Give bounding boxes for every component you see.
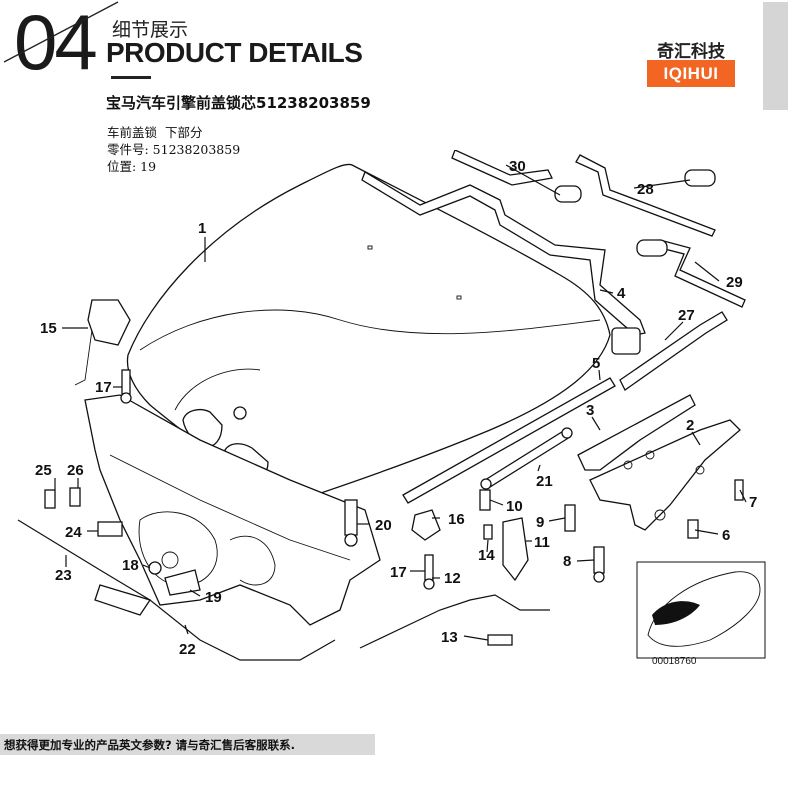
lock-bracket xyxy=(87,299,131,346)
seal-strips xyxy=(361,150,746,504)
callout-12: 12 xyxy=(444,570,461,587)
callout-22: 22 xyxy=(179,641,196,658)
callout-23: 23 xyxy=(55,567,72,584)
hood-hinges xyxy=(577,394,741,531)
callout-16: 16 xyxy=(448,511,465,528)
callout-15: 15 xyxy=(40,320,57,337)
callout-10: 10 xyxy=(506,498,523,515)
callout-13: 13 xyxy=(441,629,458,646)
section-number: 04 xyxy=(14,0,98,86)
callout-9: 9 xyxy=(536,514,544,531)
callout-11: 11 xyxy=(534,534,550,551)
callout-5: 5 xyxy=(592,355,600,372)
callout-25: 25 xyxy=(35,462,52,479)
callout-21: 21 xyxy=(536,473,553,490)
callout-17b: 17 xyxy=(390,564,407,581)
footer-note: 想获得更加专业的产品英文参数? 请与奇汇售后客服联系. xyxy=(4,738,296,752)
release-cables xyxy=(17,519,550,661)
section-subtitle-cn: 细节展示 xyxy=(112,19,189,41)
parts-diagram: 00018760 1 2 3 4 5 xyxy=(17,150,766,667)
callout-19: 19 xyxy=(205,589,222,606)
callout-1: 1 xyxy=(198,220,206,237)
product-info: 车前盖锁 下部分 零件号: 51238203859 位置: 19 xyxy=(107,124,240,175)
callout-17a: 17 xyxy=(95,379,112,396)
callout-24: 24 xyxy=(65,524,82,541)
side-tab xyxy=(763,2,788,110)
brand-badge: IQIHUI xyxy=(647,60,735,87)
gas-strut xyxy=(480,427,573,490)
product-title: 宝马汽车引擎前盖锁芯51238203859 xyxy=(106,94,371,112)
title-underline xyxy=(111,76,151,79)
callout-20: 20 xyxy=(375,517,392,534)
info-line: 零件号: 51238203859 xyxy=(107,142,241,157)
callout-6: 6 xyxy=(722,527,730,544)
info-line: 车前盖锁 下部分 xyxy=(107,125,203,140)
callout-30: 30 xyxy=(509,158,526,175)
callout-8: 8 xyxy=(563,553,571,570)
callout-4: 4 xyxy=(617,285,626,302)
footer-bar xyxy=(0,734,375,755)
callout-26: 26 xyxy=(67,462,84,479)
brand-name: 奇汇科技 xyxy=(657,42,725,62)
callout-29: 29 xyxy=(726,274,743,291)
info-line: 位置: 19 xyxy=(107,159,157,174)
inset-view: 00018760 xyxy=(636,561,766,667)
callout-3: 3 xyxy=(586,402,594,419)
slash-decoration xyxy=(3,1,119,63)
fasteners xyxy=(44,369,744,646)
callout-14: 14 xyxy=(478,547,495,564)
callout-27: 27 xyxy=(678,307,695,324)
inset-code: 00018760 xyxy=(652,656,697,667)
callout-28: 28 xyxy=(637,181,654,198)
callout-7: 7 xyxy=(749,494,757,511)
callout-2: 2 xyxy=(686,417,694,434)
section-subtitle-en: PRODUCT DETAILS xyxy=(106,37,363,68)
callout-18: 18 xyxy=(122,557,139,574)
